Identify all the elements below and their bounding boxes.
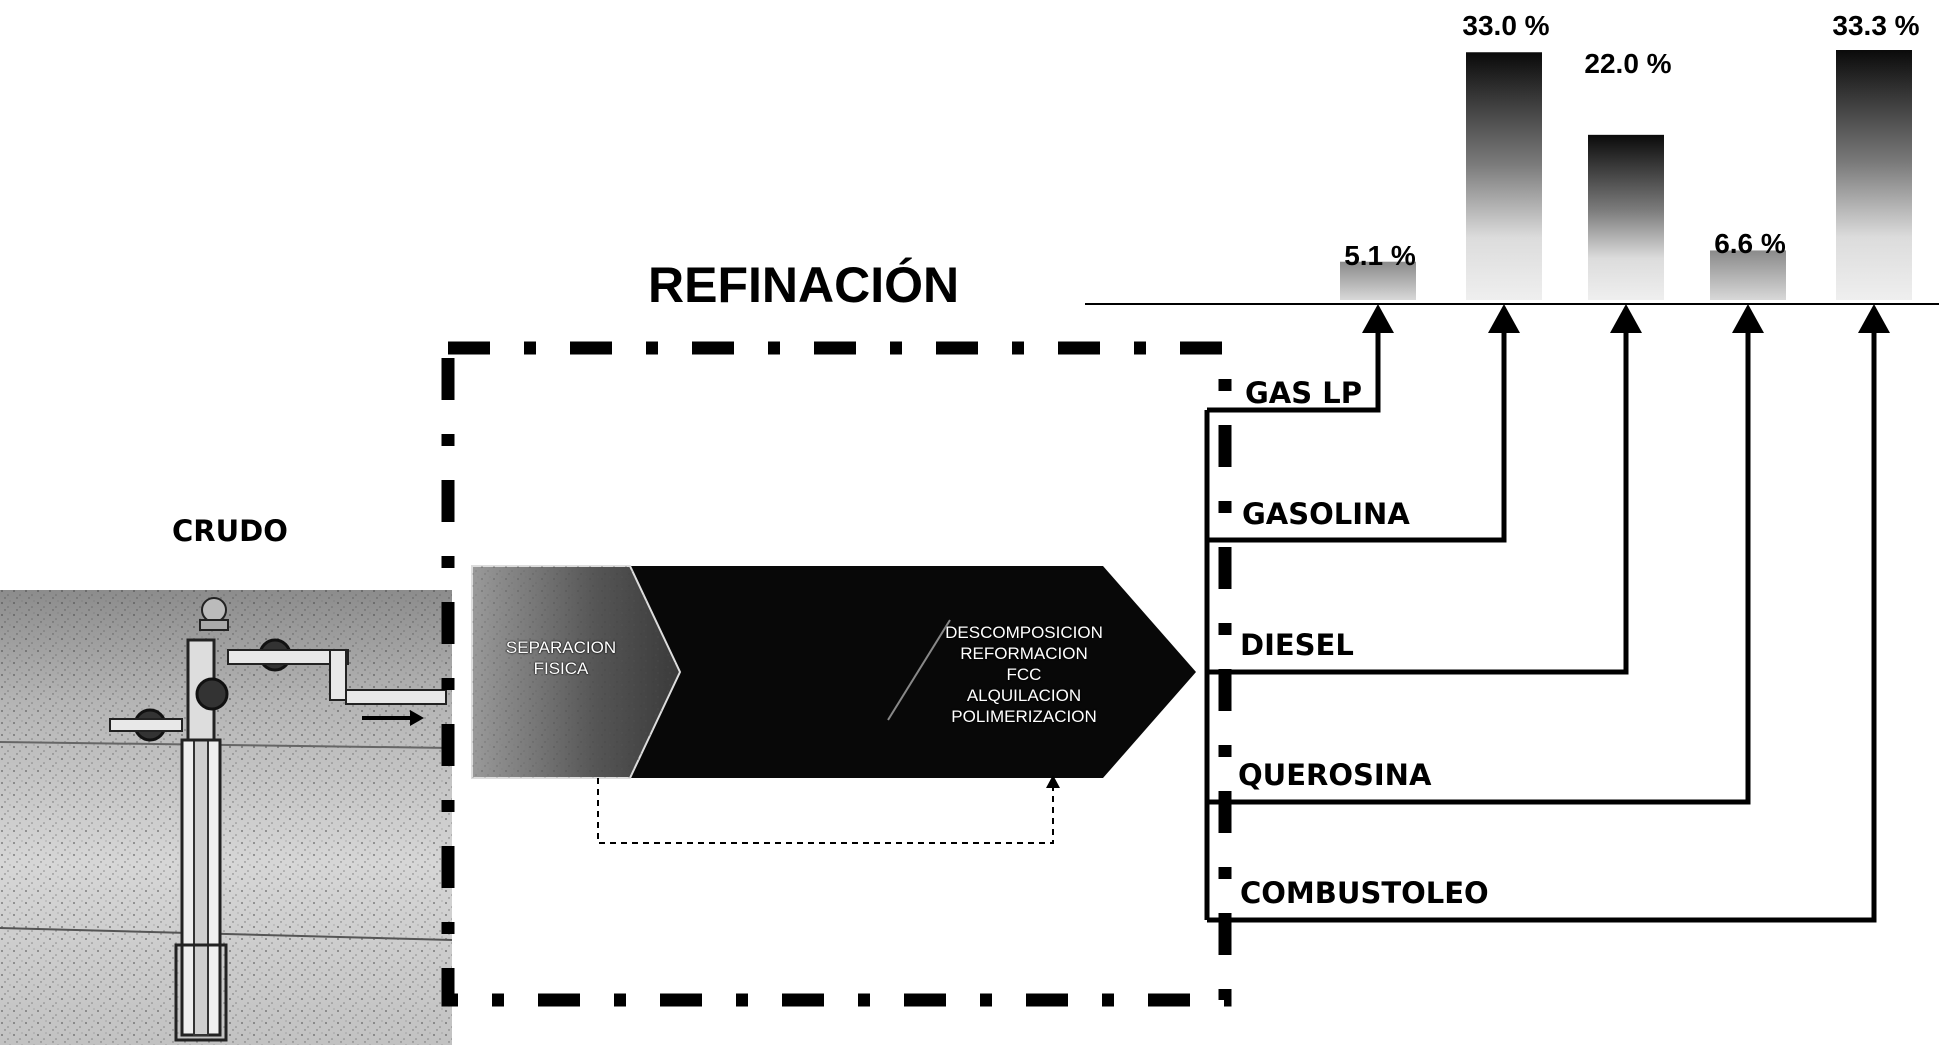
route-diesel: [1207, 330, 1629, 675]
recycle-arrowhead: [1046, 775, 1060, 788]
yield-bars: [1340, 50, 1912, 300]
oil-well-illustration: [0, 590, 453, 1045]
bar-querosina: [1710, 250, 1786, 300]
refining-boundary-box: [441, 341, 1232, 1007]
route-combustoleo: [1207, 330, 1877, 923]
pct-label-gas-lp: 5.1 %: [1344, 240, 1416, 271]
arrowhead-gas-lp: [1362, 304, 1394, 333]
product-label-gas-lp: GAS LP: [1245, 376, 1362, 410]
arrowhead-diesel: [1610, 304, 1642, 333]
product-arrowheads: [1362, 304, 1890, 333]
bar-gas-lp: [1340, 261, 1416, 300]
arrowhead-querosina: [1732, 304, 1764, 333]
stage-separation-label: SEPARACION FISICA: [486, 637, 636, 679]
bar-combustoleo: [1836, 50, 1912, 300]
bar-gasolina: [1466, 52, 1542, 300]
product-label-combustoleo: COMBUSTOLEO: [1240, 876, 1489, 910]
stage-separation-line-1: SEPARACION: [505, 638, 617, 657]
arrowhead-combustoleo: [1858, 304, 1890, 333]
stage-separation-line-2: FISICA: [533, 659, 589, 678]
process-arrow: [471, 565, 1196, 779]
stage-conversion-line-4: ALQUILACION: [966, 686, 1082, 705]
pct-label-gasolina: 33.0 %: [1462, 10, 1550, 41]
pct-label-combustoleo: 33.3 %: [1832, 10, 1920, 41]
arrowhead-gasolina: [1488, 304, 1520, 333]
product-routes: [1204, 330, 1877, 923]
route-querosina: [1207, 330, 1751, 805]
stage-conversion-label: DESCOMPOSICION REFORMACION FCC ALQUILACI…: [910, 622, 1138, 727]
stage-conversion-line-3: FCC: [1006, 665, 1042, 684]
pct-label-querosina: 6.6 %: [1714, 228, 1786, 259]
stage-conversion-line-2: REFORMACION: [960, 644, 1088, 663]
recycle-loop: [597, 778, 1054, 844]
route-gas-lp: [1207, 330, 1381, 413]
bar-diesel: [1588, 134, 1664, 300]
stage-conversion-line-5: POLIMERIZACION: [951, 707, 1097, 726]
crude-label: CRUDO: [172, 514, 288, 548]
pct-label-diesel: 22.0 %: [1584, 48, 1672, 79]
product-label-diesel: DIESEL: [1240, 628, 1354, 662]
product-label-gasolina: GASOLINA: [1242, 497, 1410, 531]
product-label-querosina: QUEROSINA: [1238, 758, 1432, 792]
page-title: REFINACIÓN: [648, 257, 960, 313]
route-gasolina: [1207, 330, 1507, 543]
stage-conversion-line-1: DESCOMPOSICION: [945, 623, 1103, 642]
